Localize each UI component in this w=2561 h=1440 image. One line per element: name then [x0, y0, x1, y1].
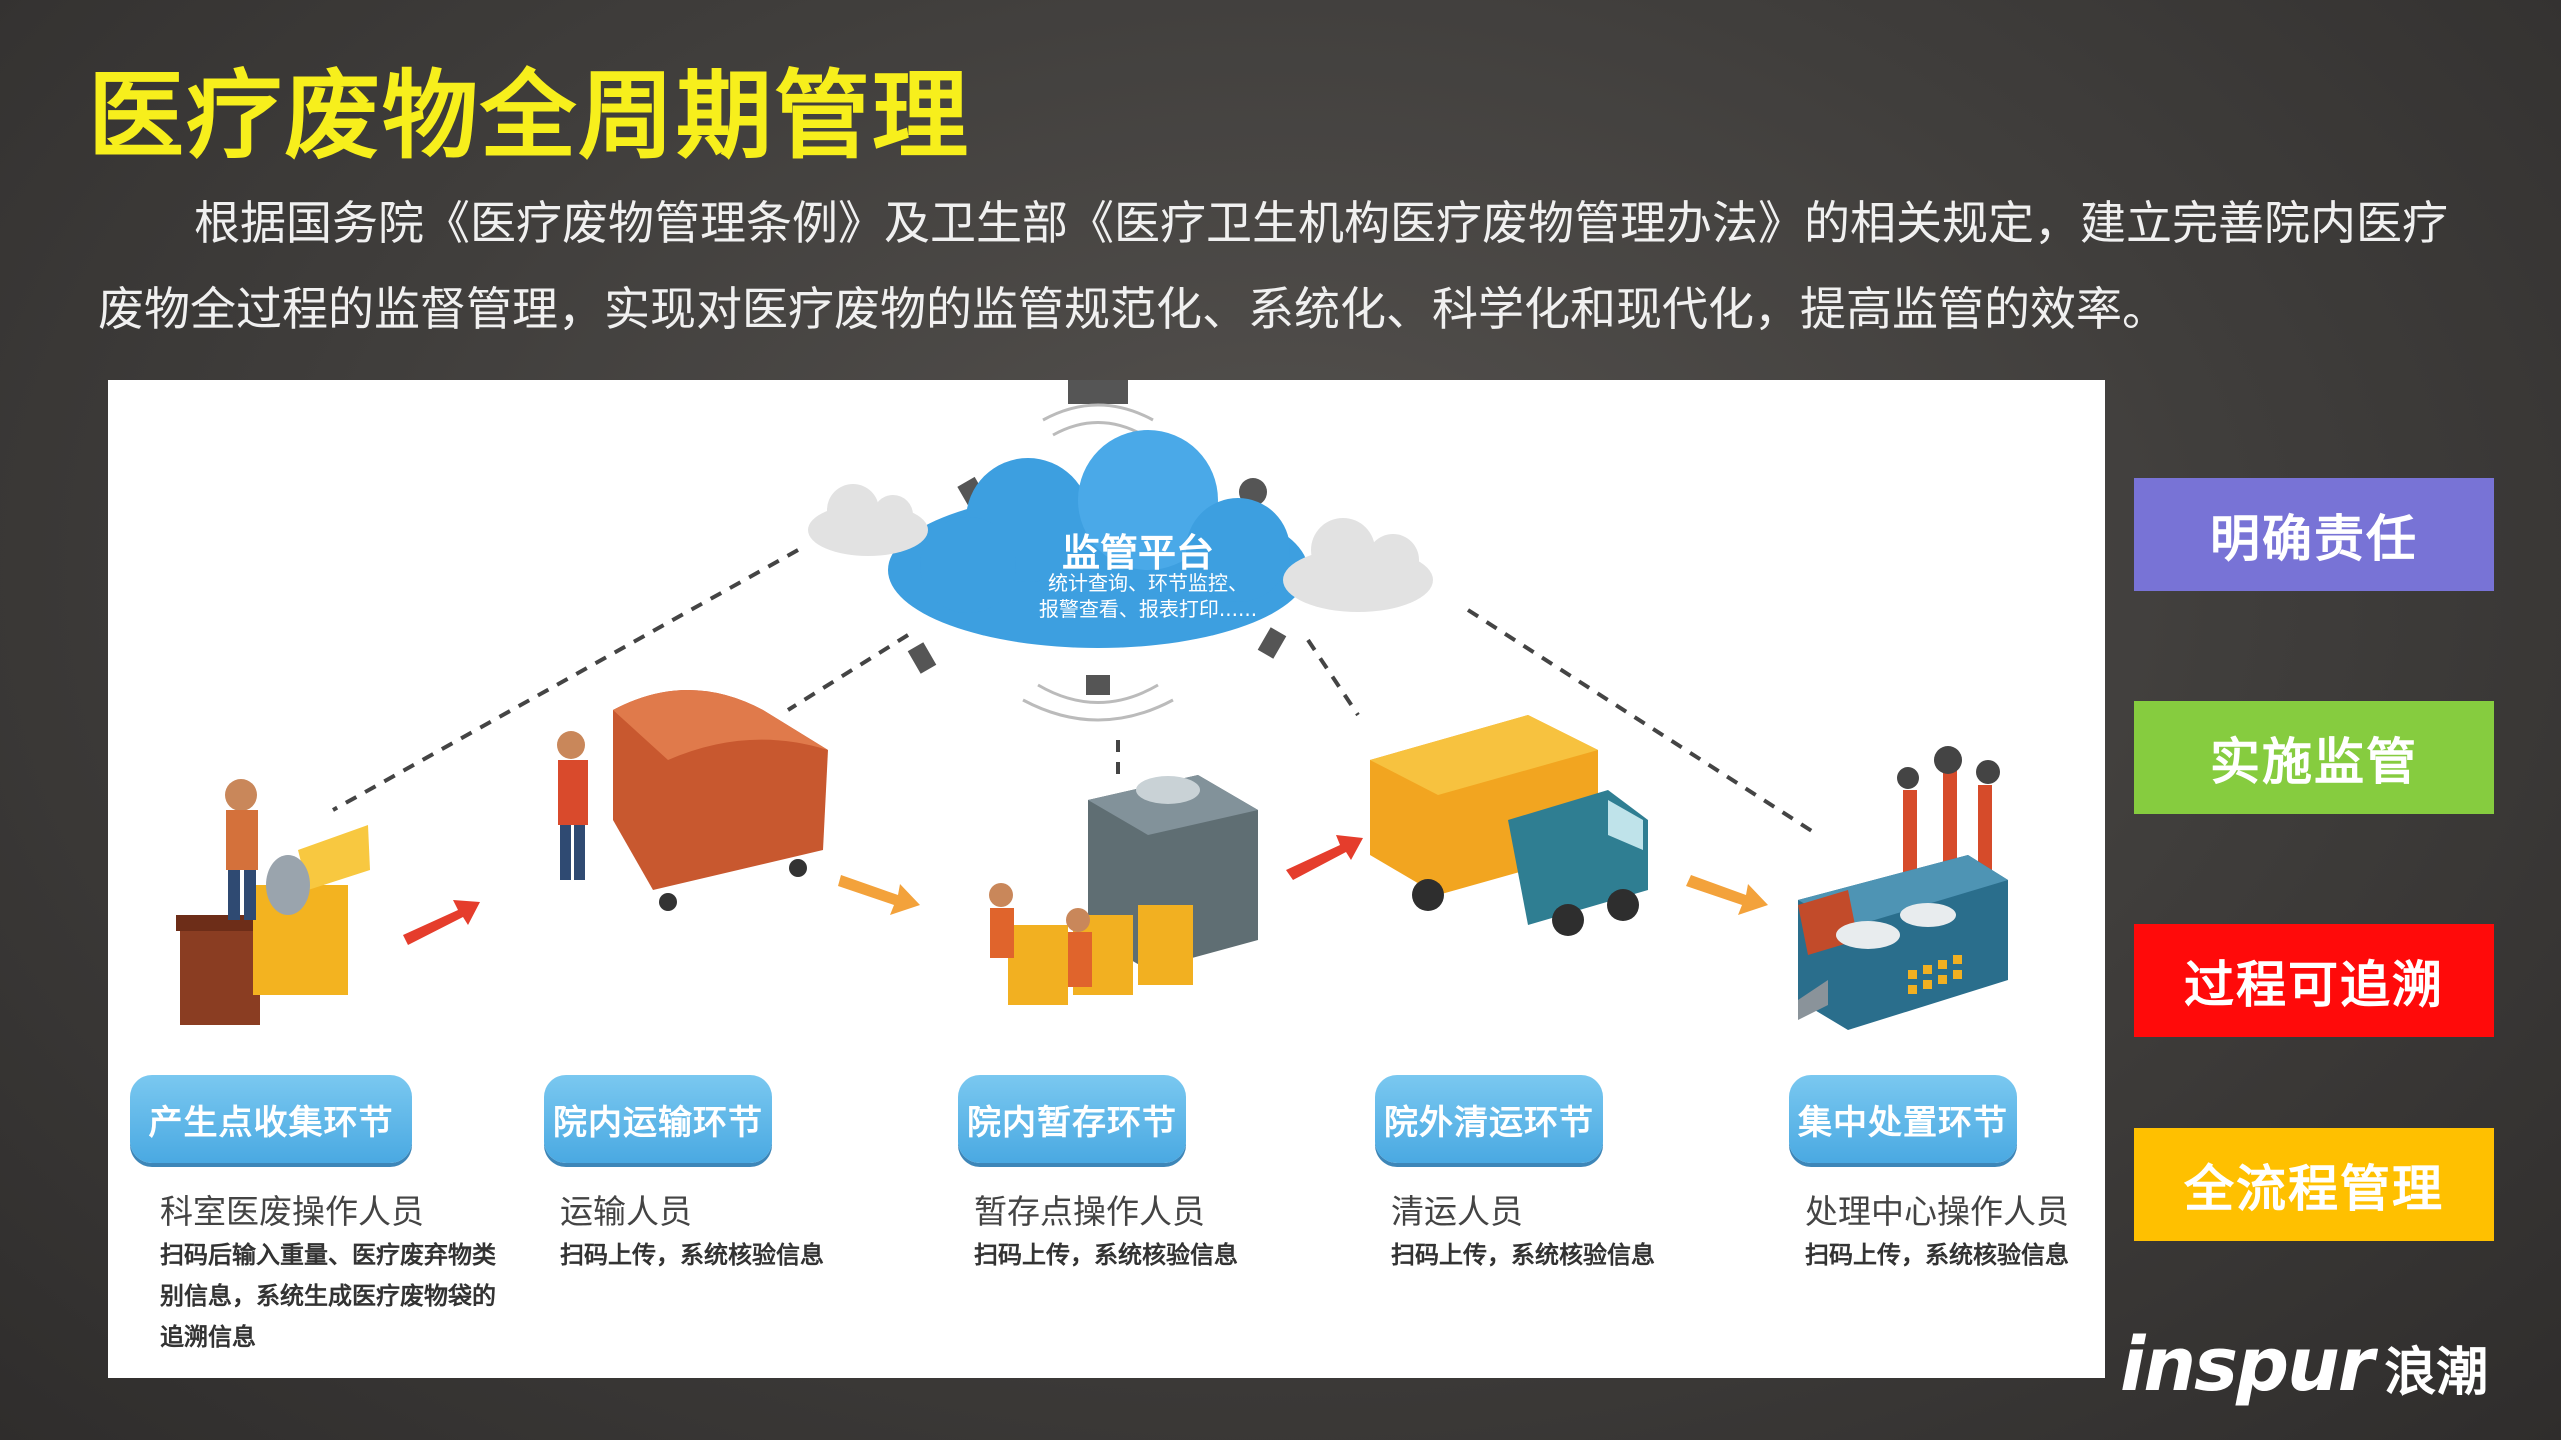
flow-arrow — [1286, 835, 1363, 880]
storage-illustration — [989, 775, 1258, 1005]
platform-cloud — [888, 430, 1308, 648]
platform-subtitle-line1: 统计查询、环节监控、 — [1048, 571, 1248, 595]
stage-storage-role: 暂存点操作人员 — [974, 1192, 1205, 1231]
platform-subtitle-line2: 报警查看、报表打印...... — [1038, 597, 1258, 621]
side-button-traceable[interactable]: 过程可追溯 — [2134, 924, 2494, 1037]
stage-disposal-pill: 集中处置环节 — [1789, 1075, 2017, 1163]
grey-cloud-right — [1283, 518, 1433, 612]
grey-cloud-left — [808, 484, 928, 556]
truck-illustration — [1370, 715, 1648, 936]
flow-arrow — [838, 875, 920, 915]
side-button-responsibility[interactable]: 明确责任 — [2134, 478, 2494, 591]
stage-storage-pill: 院内暂存环节 — [958, 1075, 1186, 1163]
side-button-supervision[interactable]: 实施监管 — [2134, 701, 2494, 814]
intro-text: 根据国务院《医疗废物管理条例》及卫生部《医疗卫生机构医疗废物管理办法》的相关规定… — [98, 196, 2448, 336]
phone-icon — [1257, 627, 1287, 659]
platform-subtitle: 统计查询、环节监控、 报警查看、报表打印...... — [988, 570, 1308, 622]
stage-disposal-role: 处理中心操作人员 — [1805, 1192, 2069, 1231]
signal-arcs — [1022, 403, 1174, 722]
flow-arrow — [1686, 875, 1768, 915]
logo-word: inspur — [2120, 1322, 2374, 1408]
stage-storage-desc: 扫码上传，系统核验信息 — [974, 1241, 1238, 1269]
inspur-logo: inspur 浪潮 — [2120, 1322, 2488, 1408]
workflow-diagram: 监管平台 统计查询、环节监控、 报警查看、报表打印...... 产生点收集环节 … — [108, 380, 2105, 1378]
device-icon — [1086, 675, 1110, 695]
phone-icon — [907, 642, 937, 674]
flow-arrow — [403, 900, 480, 945]
intro-paragraph: 根据国务院《医疗废物管理条例》及卫生部《医疗卫生机构医疗废物管理办法》的相关规定… — [98, 180, 2478, 352]
platform-title: 监管平台 — [1061, 531, 1214, 575]
dashed-links — [332, 548, 1820, 837]
side-button-full-process[interactable]: 全流程管理 — [2134, 1128, 2494, 1241]
device-icon — [1068, 380, 1128, 404]
stage-clearance-role: 清运人员 — [1391, 1192, 1523, 1231]
stage-clearance-desc: 扫码上传，系统核验信息 — [1391, 1241, 1655, 1269]
stage-transport-desc: 扫码上传，系统核验信息 — [560, 1241, 824, 1269]
collection-illustration — [176, 779, 370, 1025]
stage-transport-role: 运输人员 — [560, 1192, 692, 1231]
stage-collection-pill: 产生点收集环节 — [130, 1075, 412, 1163]
stage-transport-pill: 院内运输环节 — [544, 1075, 772, 1163]
workflow-illustration — [176, 380, 2008, 1030]
stage-clearance-pill: 院外清运环节 — [1375, 1075, 1603, 1163]
disposal-plant-illustration — [1798, 746, 2008, 1030]
stage-collection-role: 科室医废操作人员 — [160, 1192, 424, 1231]
transport-illustration — [557, 690, 828, 911]
stage-disposal-desc: 扫码上传，系统核验信息 — [1805, 1241, 2069, 1269]
stage-collection-desc: 扫码后输入重量、医疗废弃物类别信息，系统生成医疗废物袋的追溯信息 — [160, 1241, 496, 1351]
page-title: 医疗废物全周期管理 — [88, 60, 970, 172]
logo-cn: 浪潮 — [2384, 1343, 2489, 1403]
